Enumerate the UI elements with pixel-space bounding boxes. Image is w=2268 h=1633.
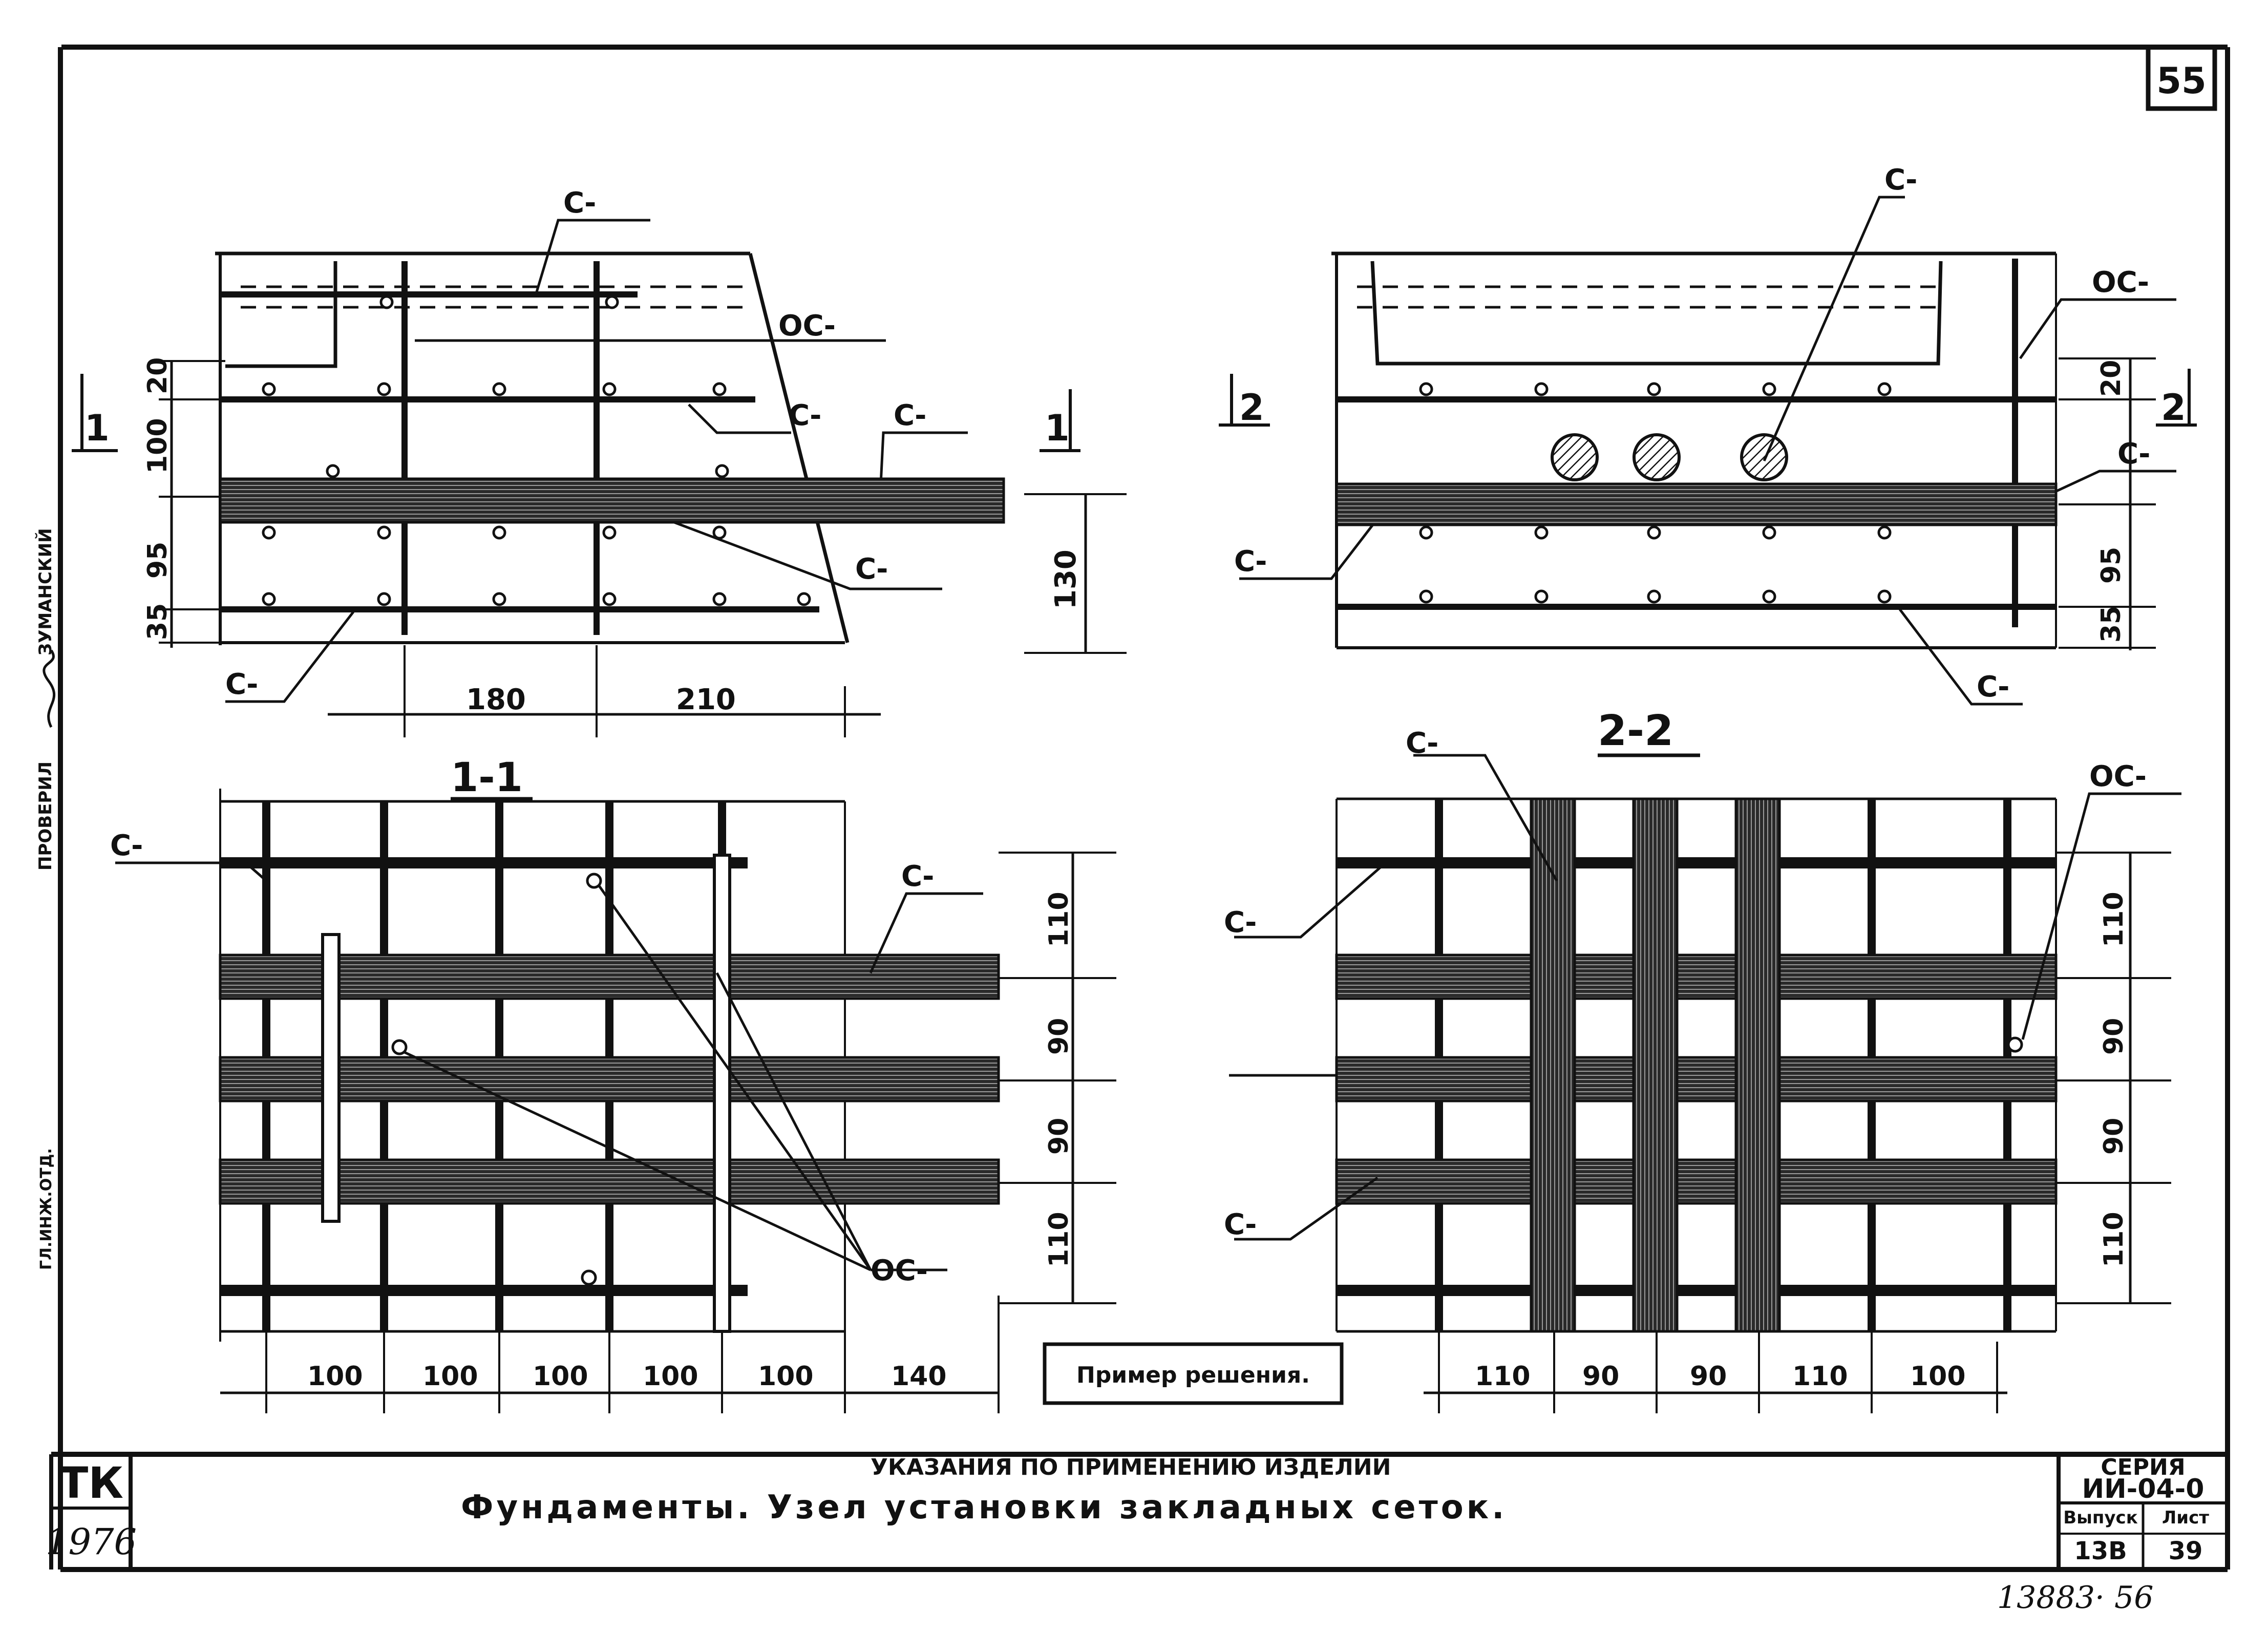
view-top-right: С- ОС- С- С- С- 2 2 20 95 35 bbox=[1219, 163, 2197, 706]
dim-h-2: 90 bbox=[1582, 1361, 1619, 1392]
dim-20: 20 bbox=[2096, 360, 2127, 397]
dim-90-upper: 90 bbox=[1044, 1018, 1074, 1055]
dim-35: 35 bbox=[2096, 606, 2127, 643]
label-c-bottom: С- bbox=[1977, 670, 2009, 704]
dim-90-upper: 90 bbox=[2099, 1018, 2129, 1055]
side-stamp-checked: ПРОВЕРИЛ bbox=[35, 761, 56, 871]
dim-h-6: 140 bbox=[891, 1361, 947, 1392]
dim-95: 95 bbox=[142, 542, 173, 579]
label-c-bottom: С- bbox=[225, 668, 258, 701]
label-c-left: С- bbox=[110, 829, 143, 862]
issue-value: 13В bbox=[2074, 1537, 2127, 1565]
dim-90-lower: 90 bbox=[2099, 1118, 2129, 1155]
label-c-middle: С- bbox=[789, 399, 821, 432]
dim-110-bottom: 110 bbox=[1044, 1212, 1074, 1267]
dim-110-top: 110 bbox=[2099, 892, 2129, 947]
dim-95: 95 bbox=[2096, 547, 2127, 584]
label-c-upper: С- bbox=[1224, 906, 1257, 939]
series-label: СЕРИЯ bbox=[2101, 1454, 2185, 1480]
section-mark-left: 2 bbox=[1239, 387, 1264, 429]
archive-number: 13883· 56 bbox=[1997, 1580, 2153, 1616]
side-stamp-chief: ГЛ.ИНЖ.ОТД. bbox=[37, 1148, 55, 1270]
title-subtitle: УКАЗАНИЯ ПО ПРИМЕНЕНИЮ ИЗДЕЛИЙ bbox=[871, 1453, 1391, 1480]
label-c-plate-right: С- bbox=[2117, 437, 2150, 471]
org-code: ТК bbox=[59, 1458, 123, 1508]
dim-h-5: 100 bbox=[1910, 1361, 1966, 1392]
dim-h-1: 100 bbox=[307, 1361, 363, 1392]
issue-label: Выпуск bbox=[2063, 1508, 2138, 1528]
label-c-lower: С- bbox=[855, 553, 888, 586]
dim-h-4: 100 bbox=[643, 1361, 698, 1392]
side-stamp-name: ЗУМАНСКИЙ bbox=[35, 528, 56, 655]
dim-h-3: 100 bbox=[533, 1361, 588, 1392]
view-section-1-1: 1-1 bbox=[110, 755, 1116, 1413]
dim-130: 130 bbox=[1049, 549, 1083, 609]
dim-20: 20 bbox=[142, 357, 173, 394]
label-c-pipes: С- bbox=[1884, 163, 1917, 197]
label-c-top: С- bbox=[563, 186, 596, 220]
dim-110-top: 110 bbox=[1044, 892, 1074, 947]
label-oc: ОС- bbox=[2092, 266, 2149, 299]
dim-h-4: 110 bbox=[1792, 1361, 1848, 1392]
dim-h-3: 90 bbox=[1690, 1361, 1727, 1392]
dim-35: 35 bbox=[142, 603, 173, 640]
example-stamp: Пример решения. bbox=[1043, 1342, 1344, 1405]
section-mark-right: 2 bbox=[2161, 387, 2186, 429]
side-stamps: ПРОВЕРИЛ ЗУМАНСКИЙ ГЛ.ИНЖ.ОТД. bbox=[35, 528, 56, 1270]
signature-mark bbox=[43, 649, 56, 728]
section-mark-left: 1 bbox=[84, 407, 110, 449]
dim-h-5: 100 bbox=[758, 1361, 814, 1392]
sheet-number-box: 55 bbox=[2146, 45, 2217, 111]
label-c-plate: С- bbox=[894, 399, 926, 432]
dim-110-bottom: 110 bbox=[2099, 1212, 2129, 1267]
label-oc: ОС- bbox=[2089, 760, 2147, 793]
section-title-2-2: 2-2 bbox=[1598, 707, 1673, 755]
sheet-number: 55 bbox=[2156, 60, 2206, 102]
label-oc: ОС- bbox=[871, 1254, 928, 1287]
view-top-left: С- ОС- С- С- С- С- 1 1 20 100 95 35 130 … bbox=[72, 186, 1127, 737]
label-c-lower: С- bbox=[1224, 1208, 1257, 1241]
label-oc: ОС- bbox=[778, 309, 836, 343]
label-c-left: С- bbox=[1234, 545, 1267, 578]
sheet-value: 39 bbox=[2169, 1537, 2203, 1565]
dim-180: 180 bbox=[466, 683, 526, 716]
title-block: ТК 1976 УКАЗАНИЯ ПО ПРИМЕНЕНИЮ ИЗДЕЛИЙ Ф… bbox=[46, 1452, 2228, 1570]
section-title-1-1: 1-1 bbox=[451, 755, 523, 801]
section-mark-right: 1 bbox=[1045, 407, 1070, 449]
label-c-top: С- bbox=[1406, 727, 1438, 760]
example-stamp-text: Пример решения. bbox=[1076, 1362, 1310, 1388]
view-section-2-2: 2-2 bbox=[1224, 707, 2181, 1413]
sheet-label: Лист bbox=[2162, 1508, 2209, 1528]
title-main: Фундаменты. Узел установки закладных сет… bbox=[461, 1489, 1507, 1526]
dim-90-lower: 90 bbox=[1044, 1118, 1074, 1155]
dim-210: 210 bbox=[676, 683, 736, 716]
year: 1976 bbox=[46, 1521, 137, 1563]
sheet-frame bbox=[58, 45, 2230, 1572]
series-value: ИИ-04-0 bbox=[2082, 1474, 2205, 1504]
dim-100: 100 bbox=[142, 418, 173, 474]
dim-h-1: 110 bbox=[1475, 1361, 1531, 1392]
dim-h-2: 100 bbox=[422, 1361, 478, 1392]
label-c-right: С- bbox=[901, 860, 934, 893]
